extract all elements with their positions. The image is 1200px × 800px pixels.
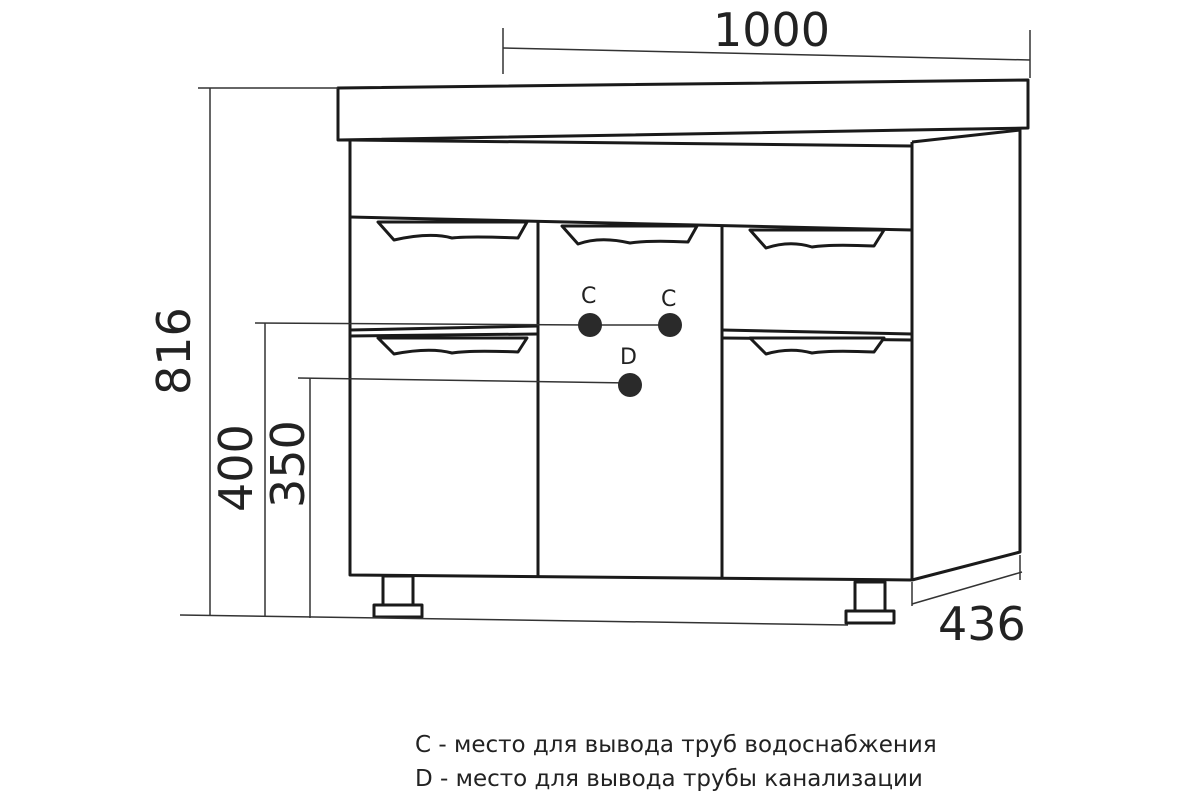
drain-point-label: D (620, 345, 637, 370)
left-leg (372, 574, 424, 619)
drain-height-label: 350 (261, 420, 315, 508)
cabinet-body (348, 128, 1022, 582)
supply-point-left (578, 313, 602, 337)
legend: С - место для вывода труб водоснабжения … (415, 728, 937, 796)
right-lower-door (721, 336, 913, 356)
right-top-drawer (721, 228, 913, 336)
width-label: 1000 (713, 3, 830, 57)
drain-point (618, 373, 642, 397)
left-top-drawer (349, 220, 539, 332)
width-dimension-line (502, 28, 1031, 78)
supply-point-right (658, 313, 682, 337)
center-door (536, 222, 724, 579)
supply-point-right-label: C (661, 287, 676, 312)
right-leg (844, 580, 896, 625)
supply-height-dimension-line (254, 322, 588, 617)
left-lower-door (349, 332, 539, 356)
countertop (336, 78, 1030, 142)
height-label: 816 (147, 307, 201, 395)
depth-dimension-line (911, 555, 1023, 606)
depth-label: 436 (938, 597, 1026, 651)
legend-supply-line: С - место для вывода труб водоснабжения (415, 732, 937, 758)
height-dimension-line (179, 87, 849, 626)
supply-height-label: 400 (209, 424, 263, 512)
legend-drain-line: D - место для вывода трубы канализации (415, 766, 923, 792)
drain-height-dimension-line (297, 377, 631, 618)
supply-point-left-label: C (581, 284, 596, 309)
